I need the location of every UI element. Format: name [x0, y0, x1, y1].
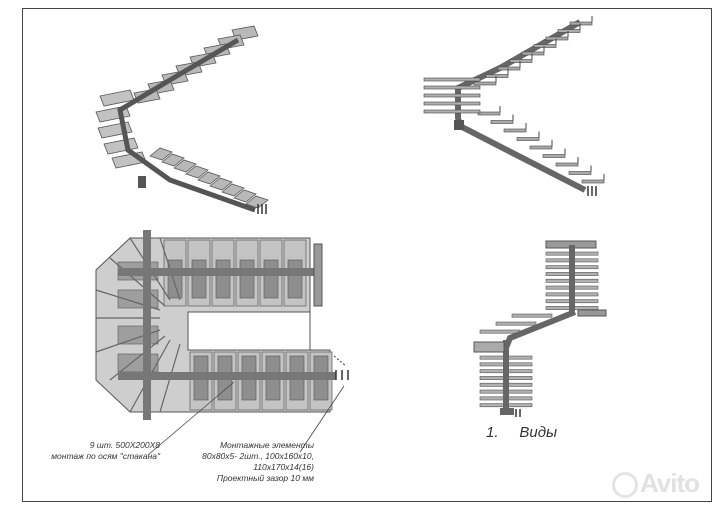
front-column	[569, 245, 575, 311]
iso-tread	[173, 159, 197, 173]
elevation-landing-tread	[423, 101, 481, 106]
isometric-view	[95, 25, 269, 214]
front-end-bracket	[515, 409, 521, 417]
leader-lines	[147, 381, 345, 456]
views-title-label: Виды	[519, 424, 558, 441]
iso-tread	[161, 153, 185, 167]
mounting-note-line2: 80х80х5- 2шт., 100х160х10,	[202, 451, 314, 461]
mounting-note-line3: 110х170х14(16)	[253, 462, 314, 472]
elevation-landing-tread	[423, 109, 481, 114]
elevation-tread	[521, 51, 545, 56]
plan-view	[95, 230, 349, 420]
elevation-tread	[533, 44, 557, 48]
watermark-brand: Avito	[640, 468, 700, 498]
elevation-tread	[509, 59, 533, 63]
iso-lower-flight	[149, 147, 269, 209]
elevation-tread	[497, 66, 521, 71]
drawing-frame	[22, 8, 712, 502]
watermark-logo-icon	[612, 472, 638, 499]
iso-stringer	[117, 37, 256, 213]
elevation-upper-treads	[473, 16, 593, 86]
views-title: 1. Виды	[486, 424, 557, 441]
elevation-end-bracket	[587, 186, 597, 196]
front-view	[473, 240, 607, 417]
plan-tread-plate	[263, 259, 279, 299]
plan-inner-cutout	[187, 311, 311, 351]
elevation-tread	[485, 74, 509, 78]
side-elevation-view	[423, 16, 605, 196]
mounting-note-line4: Проектный зазор 10 мм	[216, 473, 314, 483]
plan-stringer-left	[143, 230, 151, 420]
iso-tread	[221, 183, 245, 197]
plan-winder-plate	[117, 325, 159, 345]
iso-tread	[185, 165, 209, 179]
plan-stringer-upper	[118, 268, 318, 276]
elevation-tread	[477, 111, 501, 116]
plates-note: 9 шт. 500Х200Х8 монтаж по осям "стакана"	[30, 440, 160, 462]
plan-end-dash	[333, 355, 347, 367]
elevation-base-plate	[454, 120, 464, 130]
front-base-plate	[500, 408, 514, 415]
plan-tread-plate	[215, 259, 231, 299]
plates-note-line1: 9 шт. 500Х200Х8	[89, 440, 160, 450]
plan-end-plate-top	[313, 243, 323, 307]
plates-note-line2: монтаж по осям "стакана"	[51, 451, 160, 461]
iso-base-post	[138, 176, 146, 188]
elevation-landing-treads	[423, 77, 481, 114]
watermark: Avito	[612, 468, 700, 499]
plan-tread-plate	[167, 259, 183, 299]
elevation-landing-tread	[423, 85, 481, 90]
front-tread	[495, 321, 537, 326]
elevation-tread	[568, 171, 592, 175]
views-title-number: 1.	[486, 424, 499, 441]
elevation-lower-treads	[477, 106, 605, 184]
front-lower-column	[503, 340, 509, 414]
elevation-tread	[529, 145, 553, 150]
elevation-tread	[557, 29, 581, 33]
plan-tread-plate	[287, 259, 303, 299]
elevation-tread	[581, 179, 605, 184]
elevation-tread	[516, 137, 540, 141]
elevation-tread	[542, 154, 566, 158]
elevation-landing-tread	[423, 77, 481, 82]
front-lower-landing	[473, 341, 505, 353]
elevation-landing-tread	[423, 93, 481, 98]
iso-tread	[245, 195, 269, 209]
front-mid-landing	[577, 309, 607, 317]
elevation-tread	[555, 162, 579, 167]
front-tread	[479, 329, 521, 334]
front-tread	[511, 313, 553, 318]
plan-stringer-lower	[118, 372, 336, 380]
elevation-tread	[569, 21, 593, 26]
plan-end-bracket	[335, 370, 349, 380]
plan-tread-plate	[239, 259, 255, 299]
plan-tread-plate	[191, 259, 207, 299]
mounting-note-line1: Монтажные элементы	[219, 440, 314, 450]
elevation-tread	[473, 81, 497, 86]
iso-tread	[149, 147, 173, 161]
elevation-tread	[503, 128, 527, 133]
iso-tread	[233, 189, 257, 203]
elevation-tread	[545, 36, 569, 41]
iso-end-bracket	[257, 204, 267, 214]
mounting-note: Монтажные элементы 80х80х5- 2шт., 100х16…	[178, 440, 314, 484]
iso-tread	[209, 177, 233, 191]
iso-tread	[197, 171, 221, 185]
elevation-tread	[490, 120, 514, 124]
